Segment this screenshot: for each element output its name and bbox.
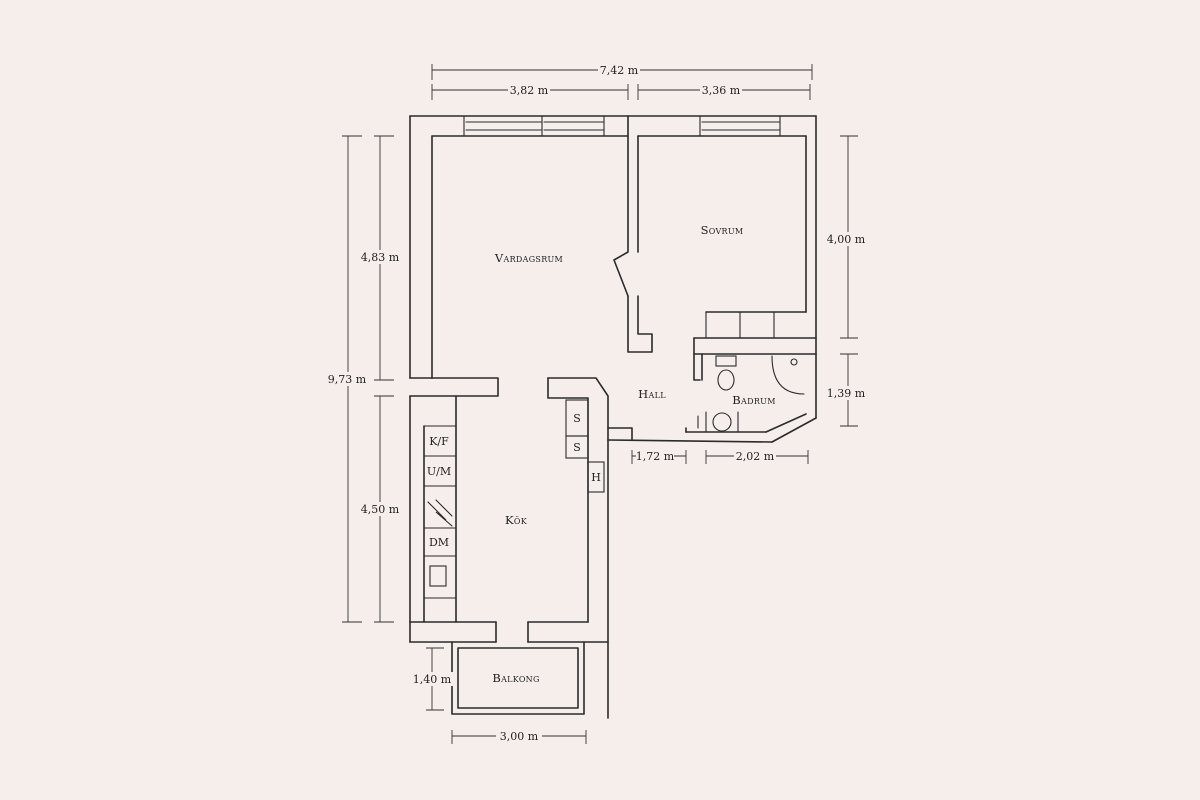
room-labels: Vardagsrum Sovrum Hall Badrum Kök Balkon…	[492, 223, 775, 685]
top-windows	[463, 115, 781, 137]
room-kitchen: Kök	[505, 513, 528, 527]
dim-total-height: 9,73 m	[328, 373, 367, 386]
label-micro: U/M	[427, 465, 451, 478]
dim-balcony-height: 1,40 m	[413, 673, 452, 686]
label-dishwasher: DM	[429, 536, 449, 549]
dim-right-upper-height: 4,00 m	[827, 233, 866, 246]
kitchen-counter	[423, 399, 605, 623]
label-fridge: K/F	[429, 435, 449, 448]
room-hall: Hall	[638, 387, 666, 401]
dim-bath-bottom-width: 2,02 m	[736, 450, 775, 463]
dim-left-width: 3,82 m	[510, 84, 549, 97]
dimension-labels: 7,42 m 3,82 m 3,36 m 9,73 m 4,83 m 4,50 …	[326, 63, 870, 743]
dim-lower-left-height: 4,50 m	[361, 503, 400, 516]
interior-walls	[409, 115, 817, 623]
appliance-labels: K/F U/M DM S S H	[427, 412, 601, 549]
label-storage-2: S	[573, 441, 581, 454]
dim-balcony-width: 3,00 m	[500, 730, 539, 743]
bathroom-fixtures	[697, 355, 805, 433]
dim-right-width: 3,36 m	[702, 84, 741, 97]
dim-upper-left-height: 4,83 m	[361, 251, 400, 264]
dim-hall-bottom-width: 1,72 m	[636, 450, 675, 463]
room-living: Vardagsrum	[494, 251, 563, 265]
label-hanger: H	[591, 471, 601, 484]
dim-total-width: 7,42 m	[600, 64, 639, 77]
dim-right-lower-height: 1,39 m	[827, 387, 866, 400]
label-storage-1: S	[573, 412, 581, 425]
room-balcony: Balkong	[492, 671, 539, 685]
room-bathroom: Badrum	[732, 393, 775, 407]
room-bedroom: Sovrum	[701, 223, 744, 237]
outer-walls	[409, 115, 817, 719]
